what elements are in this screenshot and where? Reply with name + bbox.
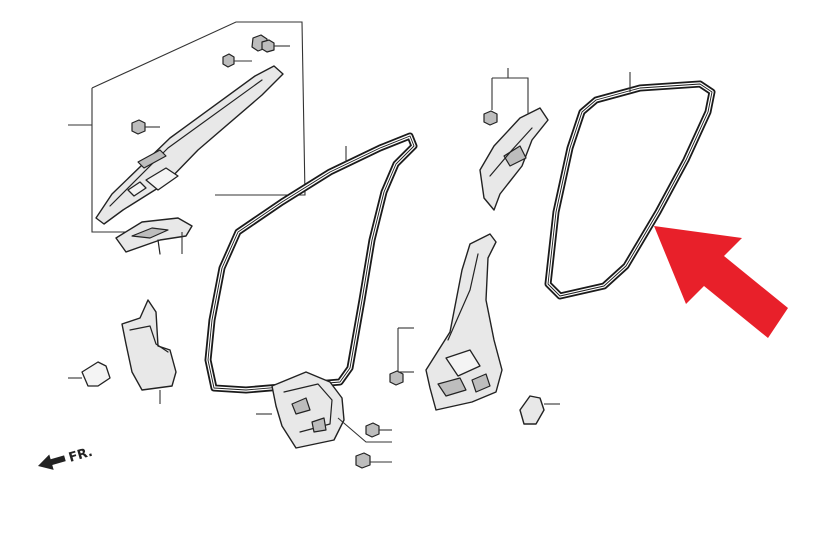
- center-pillar-upper: [479, 68, 549, 211]
- clip-bottom-1: [365, 422, 392, 438]
- front-direction-indicator: FR.: [38, 445, 94, 470]
- small-clip-right: [519, 395, 560, 425]
- pad-cover: [68, 361, 111, 387]
- center-pillar-lower: [425, 233, 503, 411]
- clip-top-1: [251, 34, 290, 53]
- direction-arrow-icon: [38, 454, 66, 470]
- front-side-sill-trim: [256, 371, 392, 449]
- clip-top-2: [222, 53, 252, 68]
- clip-mid: [131, 119, 160, 135]
- highlight-arrow-icon: [654, 226, 788, 338]
- clip-bottom-2: [355, 452, 392, 469]
- group-bracket-top: [91, 21, 306, 196]
- front-door-weatherstrip: [204, 132, 418, 394]
- kick-panel: [121, 299, 177, 404]
- direction-label: FR.: [67, 445, 94, 466]
- rear-door-weatherstrip: [544, 72, 716, 300]
- front-pillar-group: [68, 21, 306, 255]
- front-pillar-garnish: [95, 65, 284, 225]
- lower-pillar-piece: [115, 217, 193, 255]
- clip-center: [389, 327, 414, 386]
- clip-pillar-upper: [483, 110, 498, 126]
